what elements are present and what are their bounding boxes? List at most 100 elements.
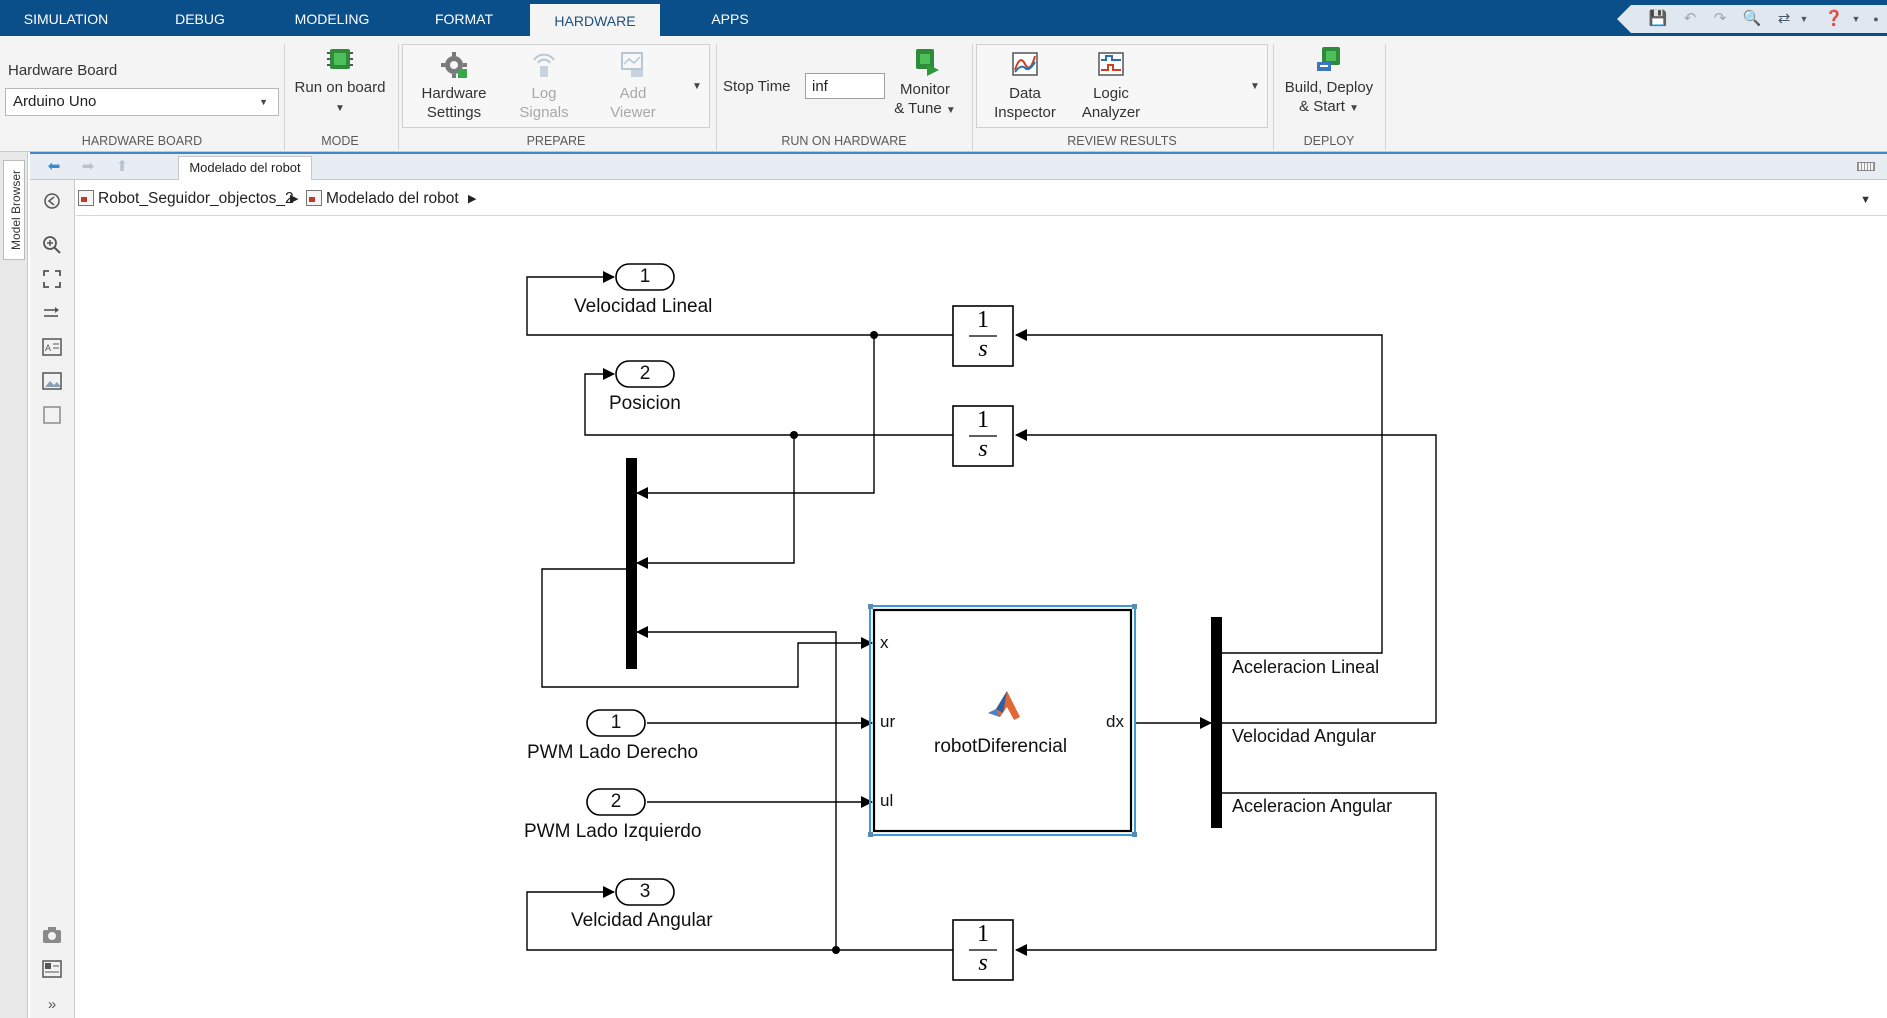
matlab-function-block[interactable] <box>872 608 1133 833</box>
function-input-port-label: x <box>880 633 889 652</box>
annotation-icon[interactable]: A <box>41 336 63 358</box>
inport-label: PWM Lado Derecho <box>527 742 699 763</box>
hide-show-explorer-icon[interactable] <box>41 190 63 212</box>
build-deploy-icon <box>1317 47 1340 71</box>
data-inspector-icon <box>1012 52 1038 76</box>
hardware-board-select[interactable]: Arduino Uno ▼ <box>5 88 279 116</box>
model-canvas[interactable]: 1 Velocidad Lineal 2 Posicion 3 Velcidad… <box>76 217 1887 1018</box>
inport-block[interactable] <box>586 709 646 737</box>
inport-number: 1 <box>610 712 622 733</box>
tab-debug[interactable]: DEBUG <box>175 11 225 27</box>
section-prepare: PREPARE <box>526 134 586 148</box>
signal-line[interactable] <box>1015 792 1437 956</box>
function-block-name: robotDiferencial <box>934 736 1068 757</box>
tab-hardware[interactable]: HARDWARE <box>530 4 660 36</box>
compare-icon[interactable]: ⇄ <box>1777 10 1791 27</box>
build-deploy-start-button[interactable]: Build, Deploy & Start ▼ <box>1278 44 1380 118</box>
tab-format[interactable]: FORMAT <box>434 11 494 27</box>
logic-analyzer-button[interactable]: Logic Analyzer <box>1070 50 1152 122</box>
tab-simulation[interactable]: SIMULATION <box>23 11 109 27</box>
build-deploy-label-2: & Start <box>1299 98 1345 115</box>
monitor-tune-label-1: Monitor <box>899 81 951 98</box>
signal-line[interactable] <box>526 886 953 951</box>
outport-number: 2 <box>639 363 651 384</box>
fit-to-view-icon[interactable] <box>41 268 63 290</box>
chevron-down-icon: ▼ <box>259 97 268 107</box>
stop-time-input[interactable] <box>805 73 885 99</box>
add-viewer-button[interactable]: Add Viewer <box>592 50 674 122</box>
log-signals-button[interactable]: Log Signals <box>503 50 585 122</box>
outport-block[interactable] <box>615 263 675 291</box>
model-tab[interactable]: Modelado del robot <box>178 156 312 180</box>
board-chip-icon <box>327 49 353 69</box>
help-menu-chevron-icon[interactable]: ▼ <box>1851 14 1861 24</box>
tab-apps[interactable]: APPS <box>711 11 749 27</box>
model-browser-tab[interactable]: Model Browser <box>3 160 25 260</box>
prepare-gallery-expand[interactable]: ▼ <box>692 81 702 92</box>
outport-number: 3 <box>639 881 651 902</box>
toolstrip-options-icon[interactable]: ● <box>1873 14 1879 24</box>
chevron-down-icon[interactable]: ▼ <box>1860 194 1871 206</box>
branch-point <box>870 331 878 339</box>
selection-outline <box>869 605 1136 836</box>
review-gallery-expand[interactable]: ▼ <box>1250 81 1260 92</box>
forward-arrow-icon[interactable]: ➡ <box>81 158 95 175</box>
selection-handles <box>868 604 1137 837</box>
expand-palette-icon[interactable]: » <box>47 996 57 1013</box>
signal-line[interactable] <box>526 271 953 336</box>
hide-explorer-bar-icon[interactable] <box>1857 162 1875 171</box>
save-icon[interactable]: 💾 <box>1648 10 1668 27</box>
editor-palette: A » <box>30 180 75 1018</box>
section-deploy: DEPLOY <box>1303 134 1355 148</box>
redo-icon[interactable]: ↷ <box>1713 10 1727 27</box>
outport-block[interactable] <box>615 360 675 388</box>
signal-line[interactable] <box>636 335 875 499</box>
mux-block[interactable] <box>626 458 637 669</box>
monitor-and-tune-button[interactable]: Monitor & Tune ▼ <box>880 46 970 120</box>
hardware-settings-label-2: Settings <box>426 104 482 121</box>
breadcrumb-separator-icon[interactable]: ▶ <box>290 193 299 205</box>
signal-line[interactable] <box>1015 329 1383 654</box>
image-icon[interactable] <box>41 370 63 392</box>
demux-block[interactable] <box>1211 617 1222 828</box>
demux-signal-label: Aceleracion Angular <box>1232 796 1393 816</box>
breadcrumb-subsystem[interactable]: Modelado del robot <box>306 190 459 208</box>
section-run-on-hardware: RUN ON HARDWARE <box>781 134 907 148</box>
quick-access-toolbar: 💾 ↶ ↷ 🔍 ⇄ ▼ ❓ ▼ ● <box>1617 5 1887 33</box>
run-on-board-button[interactable]: Run on board ▼ <box>290 44 390 118</box>
hardware-ribbon: Hardware Board Arduino Uno ▼ HARDWARE BO… <box>0 36 1887 152</box>
signal-line[interactable] <box>584 368 953 436</box>
breadcrumb-separator-icon[interactable]: ▶ <box>468 193 477 205</box>
tab-modeling[interactable]: MODELING <box>294 11 370 27</box>
svg-text:A: A <box>45 343 51 353</box>
undo-icon[interactable]: ↶ <box>1683 10 1697 27</box>
function-input-port-label: ul <box>880 791 894 810</box>
integrator-block[interactable] <box>952 919 1014 981</box>
chevron-down-icon: ▼ <box>945 105 956 116</box>
screenshot-icon[interactable] <box>41 924 63 946</box>
help-icon[interactable]: ❓ <box>1824 10 1844 27</box>
signal-line[interactable] <box>636 435 795 569</box>
breadcrumb-root-model[interactable]: Robot_Seguidor_objectos_2 <box>78 190 294 208</box>
integrator-block[interactable] <box>952 405 1014 467</box>
area-icon[interactable] <box>41 404 63 426</box>
back-arrow-icon[interactable]: ⬅ <box>47 158 61 175</box>
inport-block[interactable] <box>586 788 646 816</box>
signal-line[interactable] <box>1015 429 1437 724</box>
signal-line[interactable] <box>541 568 873 688</box>
inport-number: 2 <box>610 791 622 812</box>
signal-line[interactable] <box>636 626 837 950</box>
hardware-settings-button[interactable]: Hardware Settings <box>412 50 496 122</box>
outport-block[interactable] <box>615 878 675 906</box>
chevron-down-icon[interactable]: ▼ <box>1799 14 1809 24</box>
logic-analyzer-label-1: Logic <box>1093 85 1129 102</box>
zoom-icon[interactable] <box>41 234 63 256</box>
property-inspector-icon[interactable] <box>41 958 63 980</box>
up-arrow-icon[interactable]: ⬆ <box>115 158 129 175</box>
find-icon[interactable]: 🔍 <box>1742 10 1762 27</box>
breadcrumb-subsystem-label: Modelado del robot <box>326 190 459 207</box>
arrow-icon[interactable] <box>41 302 63 324</box>
data-inspector-button[interactable]: Data Inspector <box>984 50 1066 122</box>
